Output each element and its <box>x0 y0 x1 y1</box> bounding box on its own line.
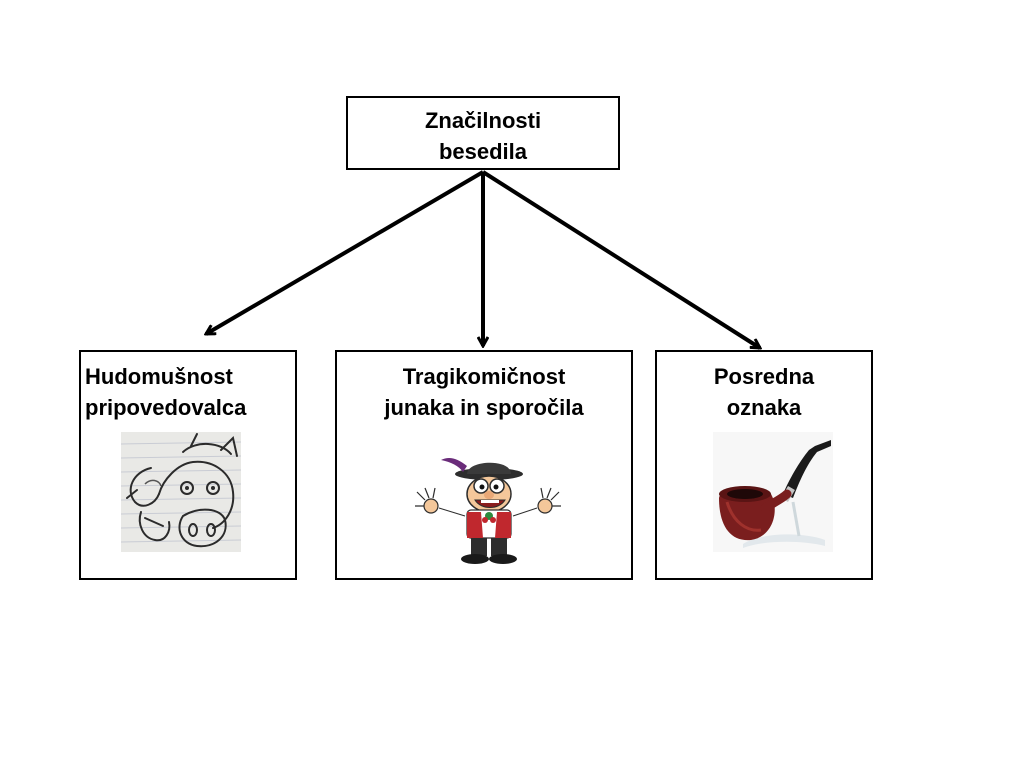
root-node: Značilnosti besedila <box>346 96 620 170</box>
root-label-line-1: Značilnosti <box>424 108 542 133</box>
node-hudomusnost-label: Hudomušnost pripovedovalca <box>85 361 291 423</box>
node-posredna-oznaka-label: Posredna oznaka <box>657 361 871 423</box>
arrow-to-hudomusnost <box>206 170 485 336</box>
node-tragikomicnost: Tragikomičnost junaka in sporočila <box>335 350 633 580</box>
node-2-label-line-2: junaka in sporočila <box>384 395 584 420</box>
node-3-label-line-1: Posredna <box>713 364 815 389</box>
node-hudomusnost: Hudomušnost pripovedovalca <box>79 350 297 580</box>
node-1-label-line-1: Hudomušnost <box>85 364 233 389</box>
node-posredna-oznaka: Posredna oznaka <box>655 350 873 580</box>
tobacco-pipe-icon <box>713 432 833 552</box>
root-node-label: Značilnosti besedila <box>348 105 618 167</box>
cow-sketch-icon <box>121 432 241 552</box>
node-3-label-line-2: oznaka <box>726 395 802 420</box>
root-label-line-2: besedila <box>438 139 528 164</box>
cartoon-character-icon <box>415 458 561 564</box>
node-tragikomicnost-label: Tragikomičnost junaka in sporočila <box>337 361 631 423</box>
arrow-to-posredna-oznaka <box>481 170 760 350</box>
node-2-label-line-1: Tragikomičnost <box>402 364 566 389</box>
node-1-label-line-2: pripovedovalca <box>85 395 247 420</box>
